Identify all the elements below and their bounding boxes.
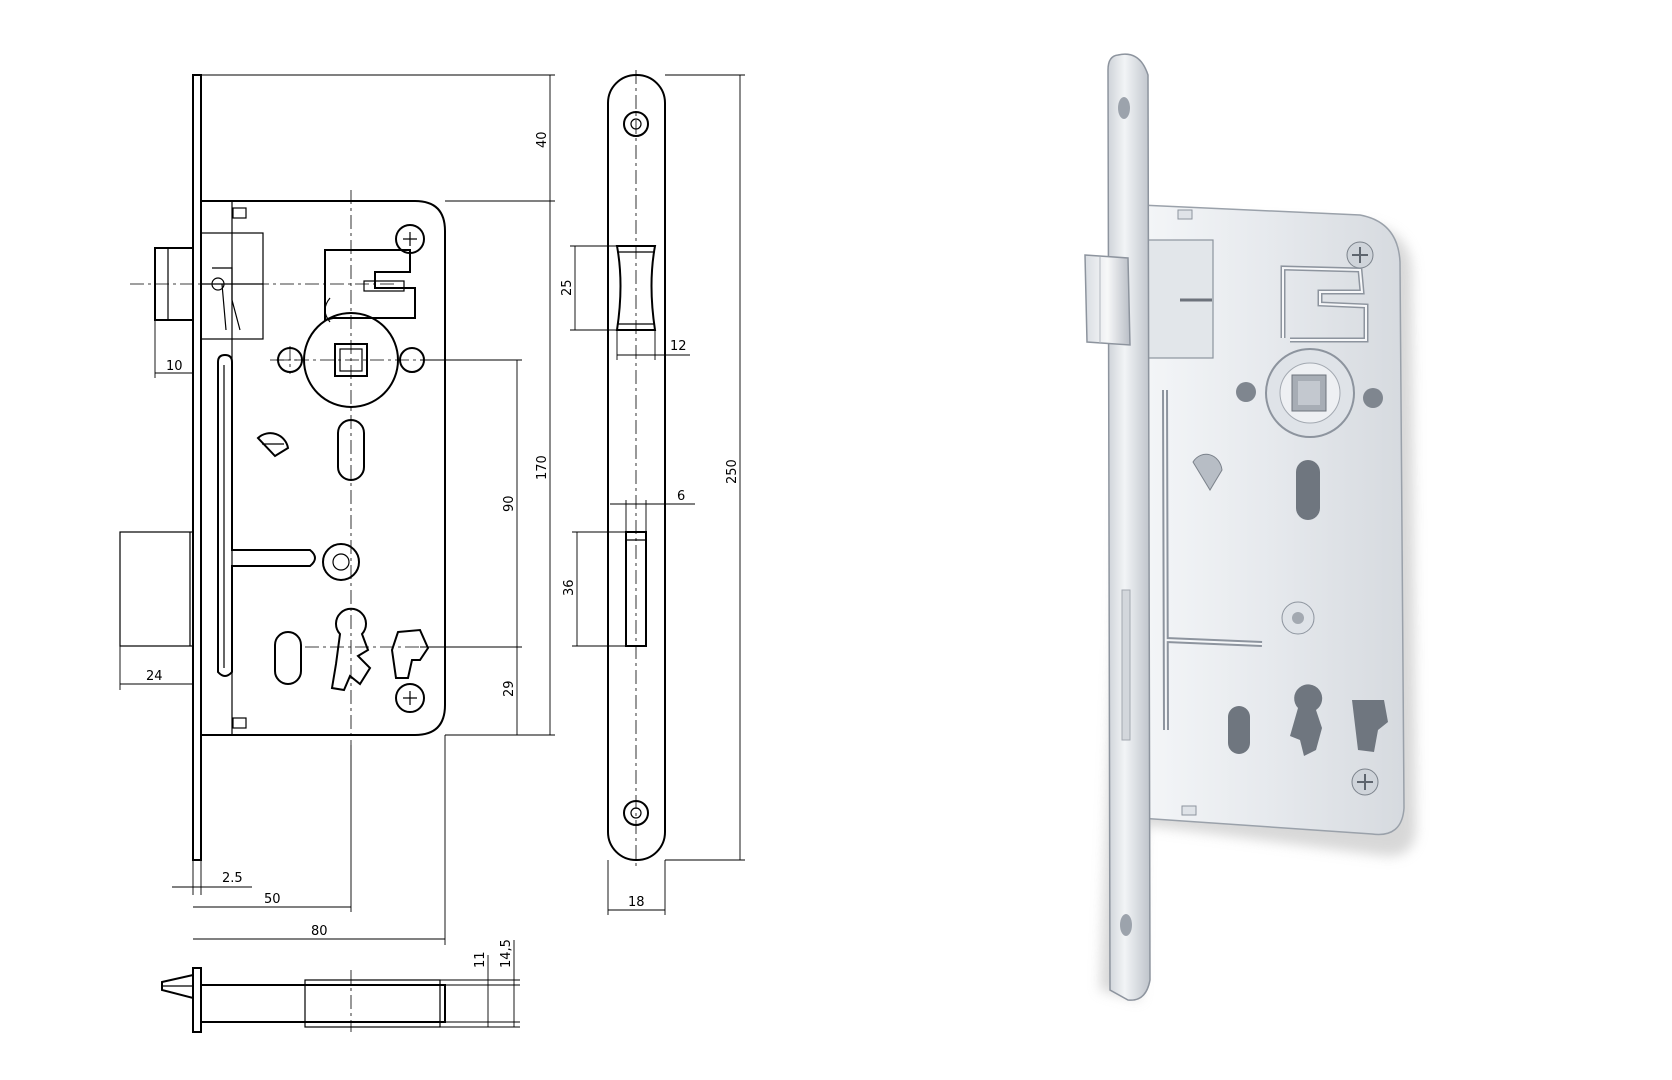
dim-2-5: 2.5 [222,871,243,886]
dim-6: 6 [677,489,685,504]
dim-36: 36 [562,579,577,596]
forend-plate [192,74,202,861]
photo-latch [1084,254,1131,346]
top-screw [395,224,425,254]
case-bottom [200,984,446,1023]
dim-80: 80 [311,924,328,939]
dim-90: 90 [502,495,517,512]
lock-case [201,200,446,736]
dim-250: 250 [725,459,740,484]
t-spring [217,353,316,677]
spring-lever [324,249,416,322]
dim-170: 170 [535,455,550,480]
latch-bolt [154,232,264,340]
upper-oval-slot [337,419,365,481]
deadbolt-opening [625,531,647,647]
dim-14-5: 14,5 [499,939,514,968]
keyhole [330,607,372,692]
bottom-view: 11 14,5 [161,939,520,1033]
dim-40: 40 [535,131,550,148]
forend-face [607,74,666,861]
dim-18: 18 [628,895,645,910]
photo-forend [1107,53,1151,1001]
dim-11: 11 [473,951,488,968]
dim-24: 24 [146,669,163,684]
dim-25: 25 [560,279,575,296]
lock-photo [1084,53,1416,1001]
dim-10: 10 [166,359,183,374]
spindle-hub [276,312,425,408]
dim-29: 29 [502,680,517,697]
dim-12: 12 [670,339,687,354]
side-view: 25 12 6 36 250 18 [560,70,745,915]
bottom-screw [395,683,425,713]
dim-50: 50 [264,892,281,907]
front-view: 10 24 2.5 50 80 40 170 90 29 [119,74,555,945]
